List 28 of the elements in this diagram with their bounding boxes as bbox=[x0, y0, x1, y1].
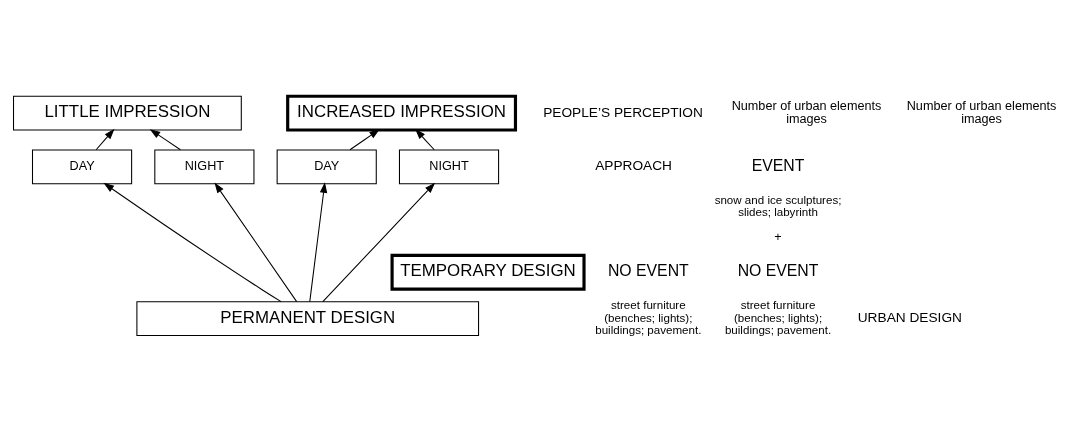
label: PEOPLE’S PERCEPTION bbox=[543, 104, 703, 120]
node-box: NIGHT bbox=[154, 148, 255, 184]
label: + bbox=[774, 229, 782, 244]
arrow bbox=[214, 182, 298, 302]
label: EVENT bbox=[751, 156, 805, 174]
label: Number of urban elements images bbox=[731, 98, 882, 126]
label: NO EVENT bbox=[737, 261, 819, 279]
arrow bbox=[95, 128, 115, 150]
node-box: PERMANENT DESIGN bbox=[136, 300, 480, 336]
label: URBAN DESIGN bbox=[857, 309, 962, 325]
node-box: DAY bbox=[276, 148, 377, 184]
node-box: DAY bbox=[31, 148, 133, 184]
node-box: LITTLE IMPRESSION bbox=[13, 95, 242, 130]
arrow bbox=[149, 128, 181, 150]
node-box: INCREASED IMPRESSION bbox=[286, 94, 518, 132]
label: NO EVENT bbox=[607, 261, 689, 279]
label: street furniture (benches; lights); buildings; pavement. bbox=[595, 298, 702, 336]
label: street furniture (benches; lights); buildings; pavement. bbox=[724, 298, 832, 336]
node-box: NIGHT bbox=[398, 148, 500, 184]
arrow bbox=[103, 182, 282, 302]
arrow bbox=[415, 128, 435, 150]
arrow bbox=[309, 181, 328, 302]
label: APPROACH bbox=[595, 157, 672, 173]
arrow bbox=[322, 182, 436, 302]
node-box: TEMPORARY DESIGN bbox=[390, 253, 586, 291]
label: snow and ice sculptures; slides; labyrinth bbox=[714, 193, 842, 218]
arrow bbox=[349, 128, 380, 150]
label: Number of urban elements images bbox=[906, 98, 1057, 126]
